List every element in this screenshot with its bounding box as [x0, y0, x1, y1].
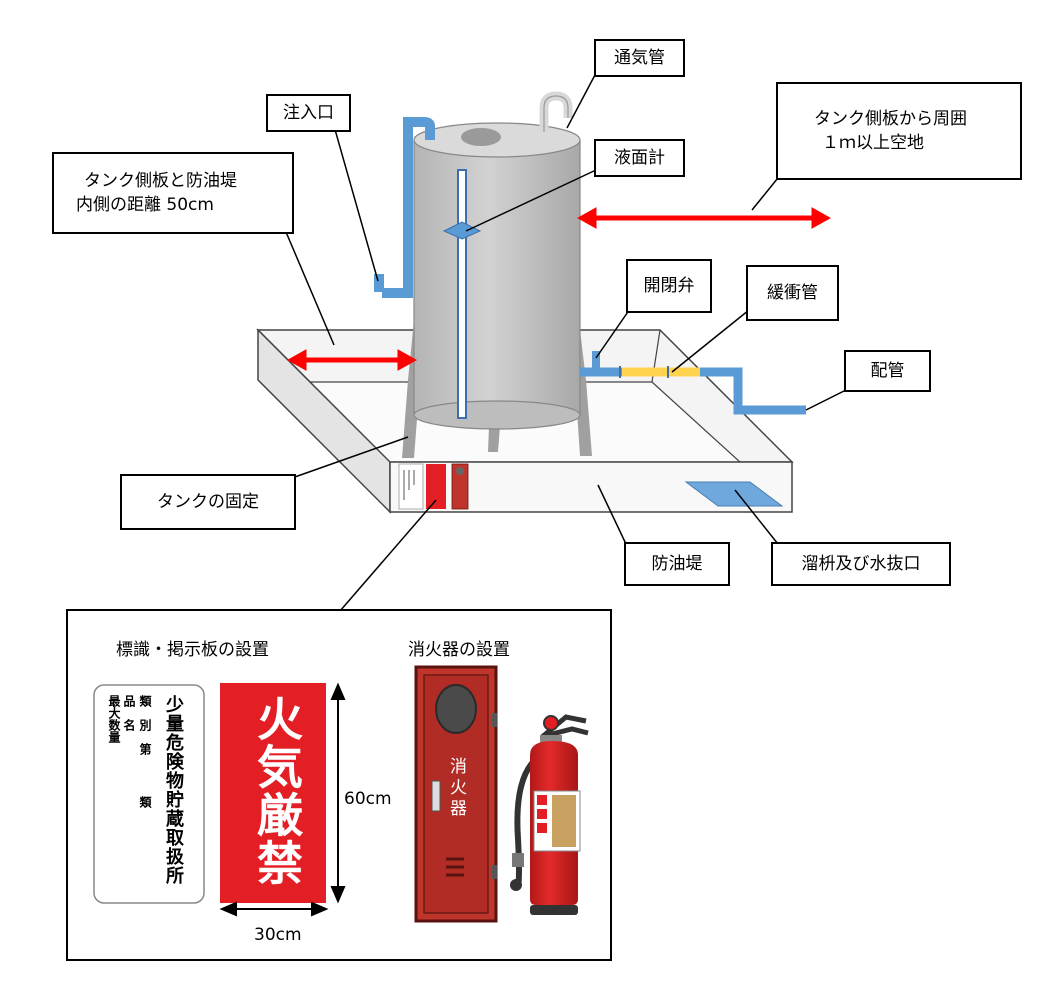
sign-section-title: 標識・掲示板の設置 [116, 640, 269, 660]
notice-name-2: 名 [122, 719, 136, 732]
inlet-label: 注入口 [266, 94, 351, 132]
extinguisher-section-title: 消火器の設置 [408, 640, 510, 660]
width-dimension [219, 901, 329, 917]
notice-class-3: 第 [138, 743, 152, 756]
outlet-piping [580, 351, 806, 415]
height-dimension [330, 682, 346, 904]
level-gauge-label: 液面計 [594, 139, 685, 177]
sump-label: 溜枡及び水抜口 [771, 542, 951, 586]
distance-arrow [286, 349, 418, 371]
clearance-label-line2: １ｍ以上空地 [822, 133, 924, 153]
notice-class-2: 別 [138, 719, 152, 732]
valve-label: 開閉弁 [626, 259, 712, 313]
width-dimension-label: 30cm [254, 925, 302, 945]
notice-class-4: 類 [138, 795, 152, 808]
fire-sign-text: 火気厳禁 [250, 695, 304, 887]
inlet-pipe [374, 117, 435, 298]
inset-panel: 標識・掲示板の設置 消火器の設置 [66, 609, 612, 961]
notice-board [93, 684, 205, 904]
buffer-pipe-label: 緩衝管 [746, 265, 839, 321]
clearance-label-line1: タンク側板から周囲 [814, 109, 967, 129]
dike-signs [398, 463, 469, 510]
height-dimension-label: 60cm [344, 789, 392, 809]
notice-board-name-col: 品 名 [122, 695, 136, 731]
inset-drawing [93, 665, 589, 923]
notice-board-class-col: 類 別 第 類 [138, 695, 152, 808]
fire-sign [220, 683, 326, 903]
distance-label-line1: タンク側板と防油堤 [84, 171, 237, 191]
extinguisher-cabinet [414, 665, 498, 923]
notice-board-main-text: 少量危険物貯蔵取扱所 [163, 695, 184, 885]
dike-label: 防油堤 [624, 542, 730, 586]
notice-board-quantity-col: 最大数量 [107, 695, 121, 743]
storage-tank [413, 122, 581, 430]
clearance-label: タンク側板から周囲 １ｍ以上空地 [776, 82, 1022, 180]
clearance-arrow [576, 207, 832, 229]
fire-extinguisher-icon [510, 714, 589, 915]
piping-label: 配管 [844, 350, 931, 392]
leader-lines [285, 72, 847, 612]
vent-pipe-label: 通気管 [594, 39, 685, 77]
notice-name-1: 品 [122, 695, 136, 707]
tank-fixing-label: タンクの固定 [120, 474, 296, 530]
distance-label: タンク側板と防油堤 内側の距離 50cm [52, 152, 294, 234]
notice-class-1: 類 [138, 695, 152, 707]
distance-label-line2: 内側の距離 50cm [76, 195, 214, 215]
cabinet-text: 消火器 [446, 757, 466, 820]
